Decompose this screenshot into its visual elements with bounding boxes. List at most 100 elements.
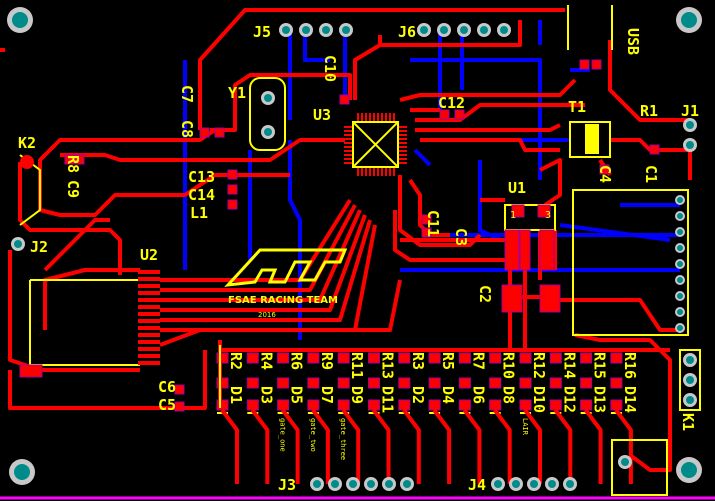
corner-connector-outline [611, 439, 668, 496]
label-led: D13 [591, 386, 609, 413]
j3-pin [364, 477, 378, 491]
module-pin [675, 259, 685, 269]
label-c9: C9 [64, 180, 82, 198]
u3-pin [399, 126, 407, 128]
u3-pin [344, 146, 352, 148]
label-led: D5 [288, 386, 306, 404]
label-c3: C3 [452, 228, 470, 246]
led-pad [458, 399, 471, 411]
u3-pin [385, 168, 387, 176]
led-pad [277, 399, 290, 411]
u3-pin [393, 113, 395, 121]
u3-pin [365, 168, 367, 176]
led-trace [250, 408, 270, 484]
u3-pin [389, 168, 391, 176]
u3-pin [393, 168, 395, 176]
resistor-pad [307, 377, 320, 389]
resistor-pad [368, 377, 380, 389]
led-trace [432, 408, 452, 484]
smd-pad [599, 164, 610, 175]
label-resistor: R13 [379, 352, 397, 379]
label-resistor: R14 [560, 352, 578, 379]
resistor-pad [519, 377, 532, 389]
label-c13: C13 [188, 168, 215, 186]
resistor-pad [610, 352, 623, 364]
usb-outline [567, 5, 613, 50]
connector-pin [618, 455, 632, 469]
u3-pin [344, 126, 352, 128]
resistor-pad [580, 352, 593, 364]
u2-pin [138, 319, 160, 323]
label-led: D3 [257, 386, 275, 404]
label-led: D1 [227, 386, 245, 404]
u3-pin [385, 113, 387, 121]
label-c10: C10 [321, 55, 339, 82]
k1-pin [683, 373, 697, 387]
u2-pin [138, 347, 160, 351]
component-labels: J5 J6 USB C10 C7 Y1 U3 C12 T1 R1 J1 K2 C… [18, 23, 699, 494]
label-resistor: R16 [621, 352, 639, 379]
crystal-pin [261, 91, 275, 105]
u3-pin [399, 158, 407, 160]
led-trace [584, 408, 603, 484]
label-c8: C8 [178, 120, 196, 138]
u3-pin [344, 158, 352, 160]
j4-pin [563, 477, 577, 491]
u3-pin [369, 113, 371, 121]
resistor-pad [398, 352, 411, 364]
u2-pin [138, 277, 160, 281]
label-led: D11 [379, 386, 397, 413]
led-trace [462, 408, 482, 484]
j4-pin [491, 477, 505, 491]
led-pad [428, 399, 441, 411]
module-pin [675, 227, 685, 237]
smd-pad [227, 184, 238, 195]
label-resistor: R7 [469, 352, 487, 370]
label-led: D9 [348, 386, 366, 404]
label-led: D12 [560, 386, 578, 413]
label-u2: U2 [140, 246, 158, 264]
resistor-pad [398, 377, 411, 389]
j3-pin [328, 477, 342, 491]
smd-pad [227, 199, 238, 210]
resistor-pad [519, 352, 532, 364]
u3-pin [399, 146, 407, 148]
j6-pin [477, 23, 491, 37]
u2-pin [138, 270, 160, 274]
resistor-pad [246, 352, 259, 364]
u3-pin [399, 134, 407, 136]
team-logo: FSAE RACING TEAM 2016 [224, 248, 348, 319]
resistor-pad [368, 352, 380, 364]
led-pad [398, 399, 411, 411]
mounting-holes [7, 7, 702, 485]
led-trace [220, 408, 239, 484]
u3-pin [399, 162, 407, 164]
smd-pad [579, 59, 590, 70]
u3-pin [381, 113, 383, 121]
smd-pad [74, 154, 85, 165]
u2-pin [138, 333, 160, 337]
smd-pad [214, 127, 225, 138]
module-pin [675, 307, 685, 317]
label-c14: C14 [188, 186, 215, 204]
resistor-pad [277, 377, 290, 389]
label-resistor: R15 [591, 352, 609, 379]
label-c5: C5 [158, 396, 176, 414]
resistor-pad [216, 377, 229, 389]
j6-pin [457, 23, 471, 37]
label-c7: C7 [178, 85, 196, 103]
led-pad [580, 399, 593, 411]
u2-pin [138, 312, 160, 316]
u2-pin [138, 326, 160, 330]
connectors [11, 23, 697, 491]
label-resistor: R12 [530, 352, 548, 379]
resistor-pad [428, 377, 441, 389]
